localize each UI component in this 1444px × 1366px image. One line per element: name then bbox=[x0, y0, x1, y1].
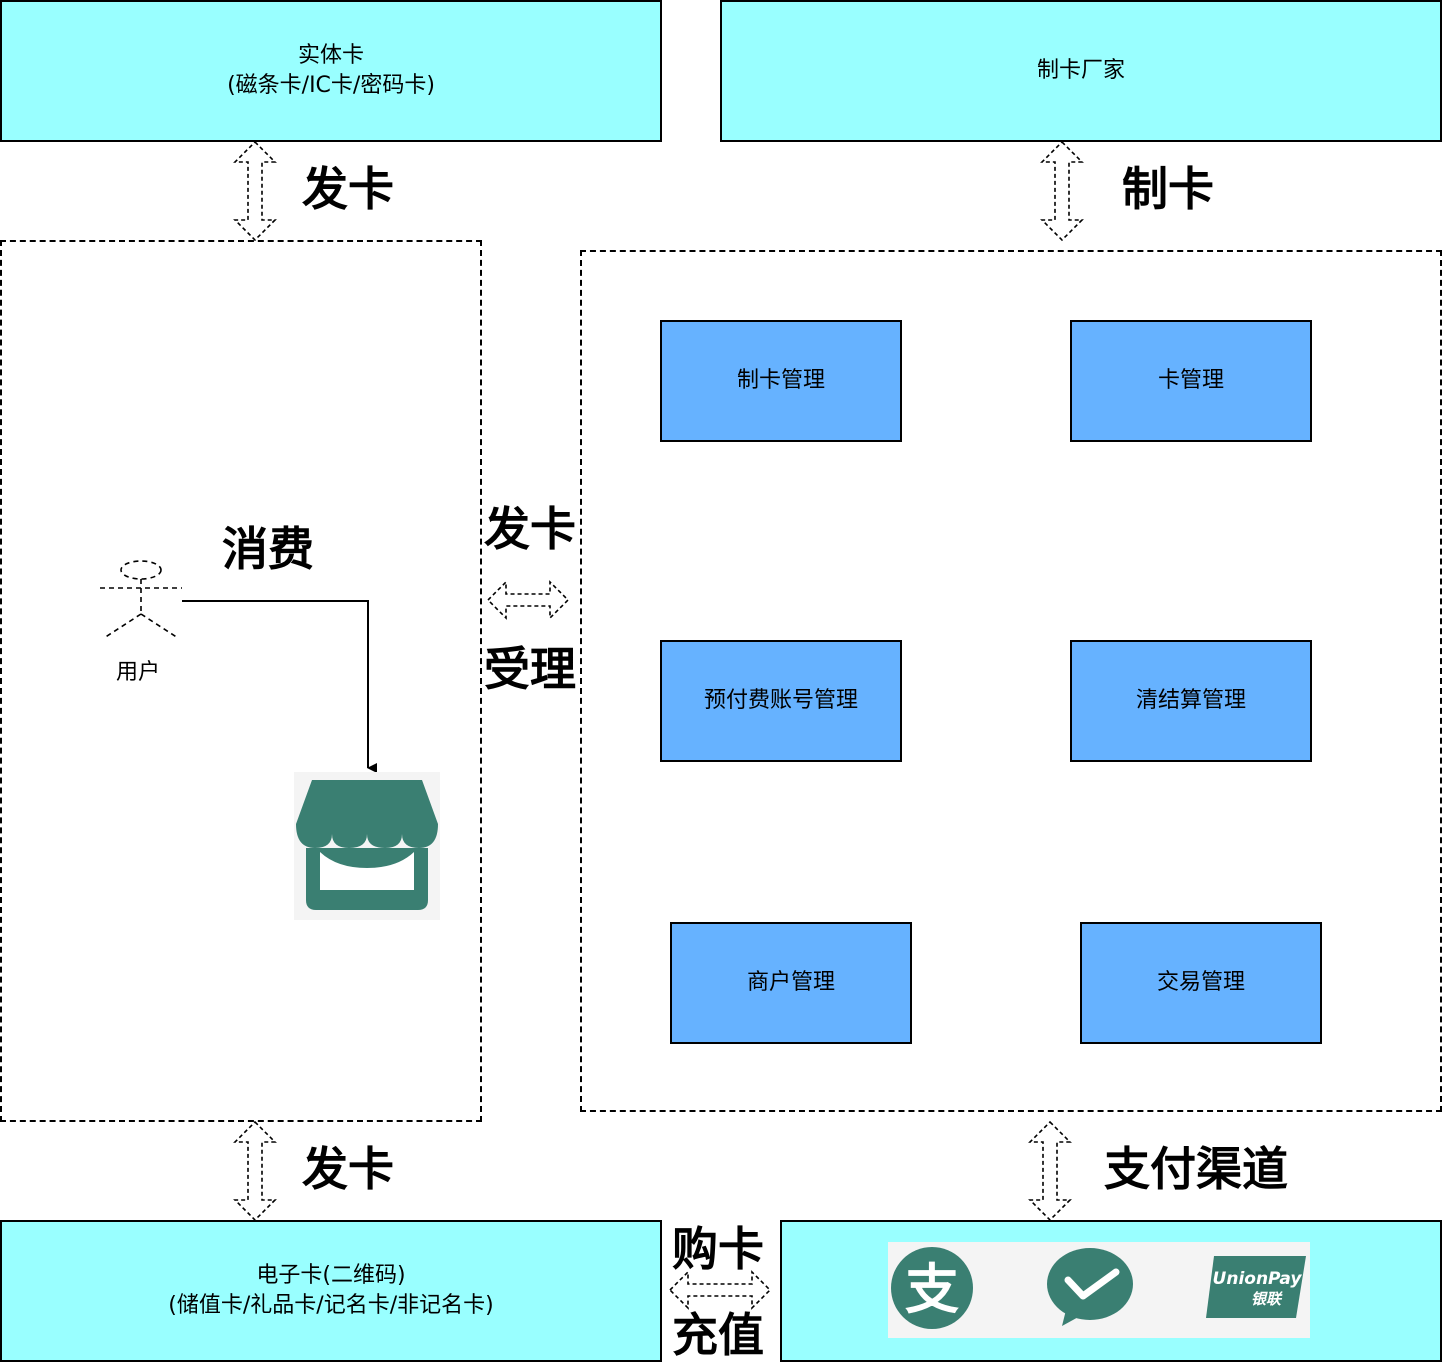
card-maker-box: 制卡厂家 bbox=[720, 0, 1442, 142]
edge-label-issue-top: 发卡 bbox=[302, 162, 394, 216]
svg-text:支: 支 bbox=[905, 1258, 959, 1321]
e-card-types: (储值卡/礼品卡/记名卡/非记名卡) bbox=[168, 1293, 494, 1318]
module-label: 商户管理 bbox=[746, 970, 835, 995]
double-arrow-issue-accept bbox=[486, 580, 570, 620]
unionpay-en-text: UnionPay bbox=[1213, 1269, 1303, 1289]
edge-label-consume: 消费 bbox=[222, 522, 314, 576]
module-prepaid-account: 预付费账号管理 bbox=[660, 640, 902, 762]
double-arrow-buy-recharge bbox=[668, 1270, 772, 1310]
edge-label-issue-mid: 发卡 bbox=[484, 502, 576, 556]
module-clearing-settlement: 清结算管理 bbox=[1070, 640, 1312, 762]
unionpay-cn-text: 银联 bbox=[1251, 1290, 1283, 1308]
double-arrow-payment-channel bbox=[1028, 1120, 1072, 1222]
edge-label-issue-bottom: 发卡 bbox=[302, 1142, 394, 1196]
shop-icon bbox=[294, 772, 440, 920]
edge-label-make-card: 制卡 bbox=[1122, 162, 1214, 216]
card-maker-label: 制卡厂家 bbox=[1036, 58, 1125, 83]
platform-container bbox=[580, 250, 1442, 1112]
physical-card-title: 实体卡 bbox=[297, 43, 364, 68]
physical-card-types: (磁条卡/IC卡/密码卡) bbox=[227, 73, 435, 98]
consume-arrow bbox=[182, 600, 377, 773]
module-transaction: 交易管理 bbox=[1080, 922, 1322, 1044]
edge-label-buy-card: 购卡 bbox=[672, 1222, 764, 1276]
wechat-pay-icon bbox=[1047, 1248, 1133, 1326]
user-label: 用户 bbox=[116, 660, 161, 685]
module-label: 清结算管理 bbox=[1135, 688, 1246, 713]
edge-label-recharge: 充值 bbox=[672, 1308, 764, 1362]
module-label: 卡管理 bbox=[1157, 368, 1224, 393]
unionpay-icon bbox=[1206, 1256, 1306, 1318]
double-arrow-issue-top bbox=[233, 140, 277, 242]
consumer-container bbox=[0, 240, 482, 1122]
module-card-management: 卡管理 bbox=[1070, 320, 1312, 442]
physical-card-box: 实体卡 (磁条卡/IC卡/密码卡) bbox=[0, 0, 662, 142]
user-actor-icon bbox=[100, 560, 182, 639]
module-label: 制卡管理 bbox=[736, 368, 825, 393]
e-card-box: 电子卡(二维码) (储值卡/礼品卡/记名卡/非记名卡) bbox=[0, 1220, 662, 1362]
module-card-making: 制卡管理 bbox=[660, 320, 902, 442]
alipay-icon: 支 bbox=[891, 1247, 973, 1329]
edge-label-accept: 受理 bbox=[484, 642, 576, 696]
edge-label-payment-channel: 支付渠道 bbox=[1104, 1142, 1288, 1196]
module-merchant: 商户管理 bbox=[670, 922, 912, 1044]
module-label: 交易管理 bbox=[1156, 970, 1245, 995]
module-label: 预付费账号管理 bbox=[703, 688, 858, 713]
double-arrow-issue-bottom bbox=[233, 1120, 277, 1222]
e-card-title: 电子卡(二维码) bbox=[256, 1263, 406, 1288]
double-arrow-make-card bbox=[1040, 140, 1084, 242]
